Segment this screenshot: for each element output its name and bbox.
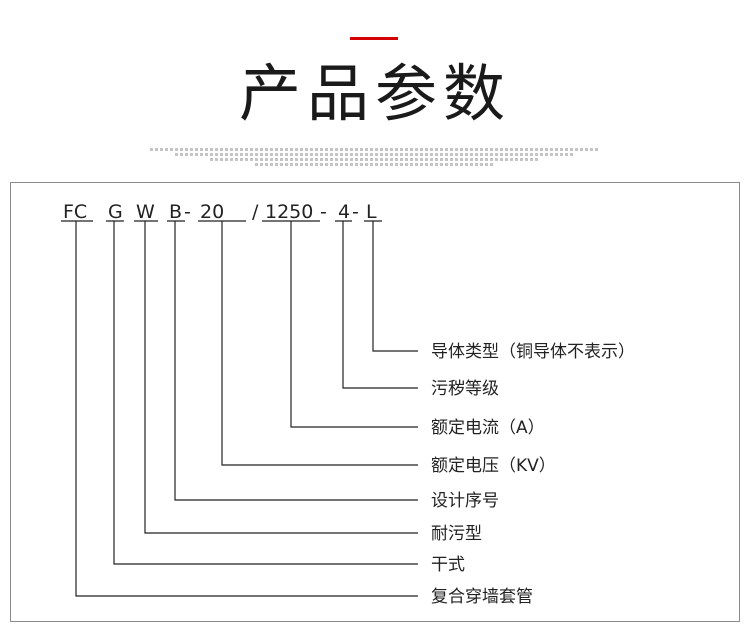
diagram-frame <box>10 182 740 622</box>
code-dash-1: - <box>184 201 191 223</box>
label-conductor-type: 导体类型（铜导体不表示） <box>431 342 635 362</box>
leader-line-design <box>174 221 418 501</box>
label-composite-wall-bushing: 复合穿墙套管 <box>431 587 533 607</box>
code-segment-current: 1250 <box>265 201 313 223</box>
page-title: 产品参数 <box>238 57 511 130</box>
label-pollution-level: 污秽等级 <box>431 379 499 399</box>
leader-line-current <box>290 221 418 428</box>
code-dash-2: - <box>320 201 327 223</box>
code-slash: / <box>252 201 259 223</box>
code-segment-w: W <box>136 201 155 223</box>
label-antifouling: 耐污型 <box>431 524 482 544</box>
code-segment-voltage: 20 <box>200 201 224 223</box>
code-segment-fc: FC <box>63 201 87 223</box>
leader-line-bushing <box>75 221 418 597</box>
code-segment-pollution: 4 <box>338 201 350 223</box>
leader-line-voltage <box>221 221 418 466</box>
code-segment-conductor: L <box>366 201 377 223</box>
label-rated-voltage: 额定电压（KV） <box>431 456 556 476</box>
leader-line-antifouling <box>144 221 418 534</box>
label-design-number: 设计序号 <box>431 491 499 511</box>
label-rated-current: 额定电流（A） <box>431 418 545 438</box>
code-segment-b: B <box>169 201 182 223</box>
leader-line-dry <box>113 221 418 565</box>
label-dry-type: 干式 <box>431 555 465 575</box>
title-accent-bar <box>350 37 398 40</box>
decorative-fine-print <box>150 146 600 166</box>
code-dash-3: - <box>352 201 359 223</box>
leader-line-conductor <box>372 221 418 352</box>
code-segment-g: G <box>108 201 123 223</box>
leader-line-pollution <box>342 221 418 389</box>
